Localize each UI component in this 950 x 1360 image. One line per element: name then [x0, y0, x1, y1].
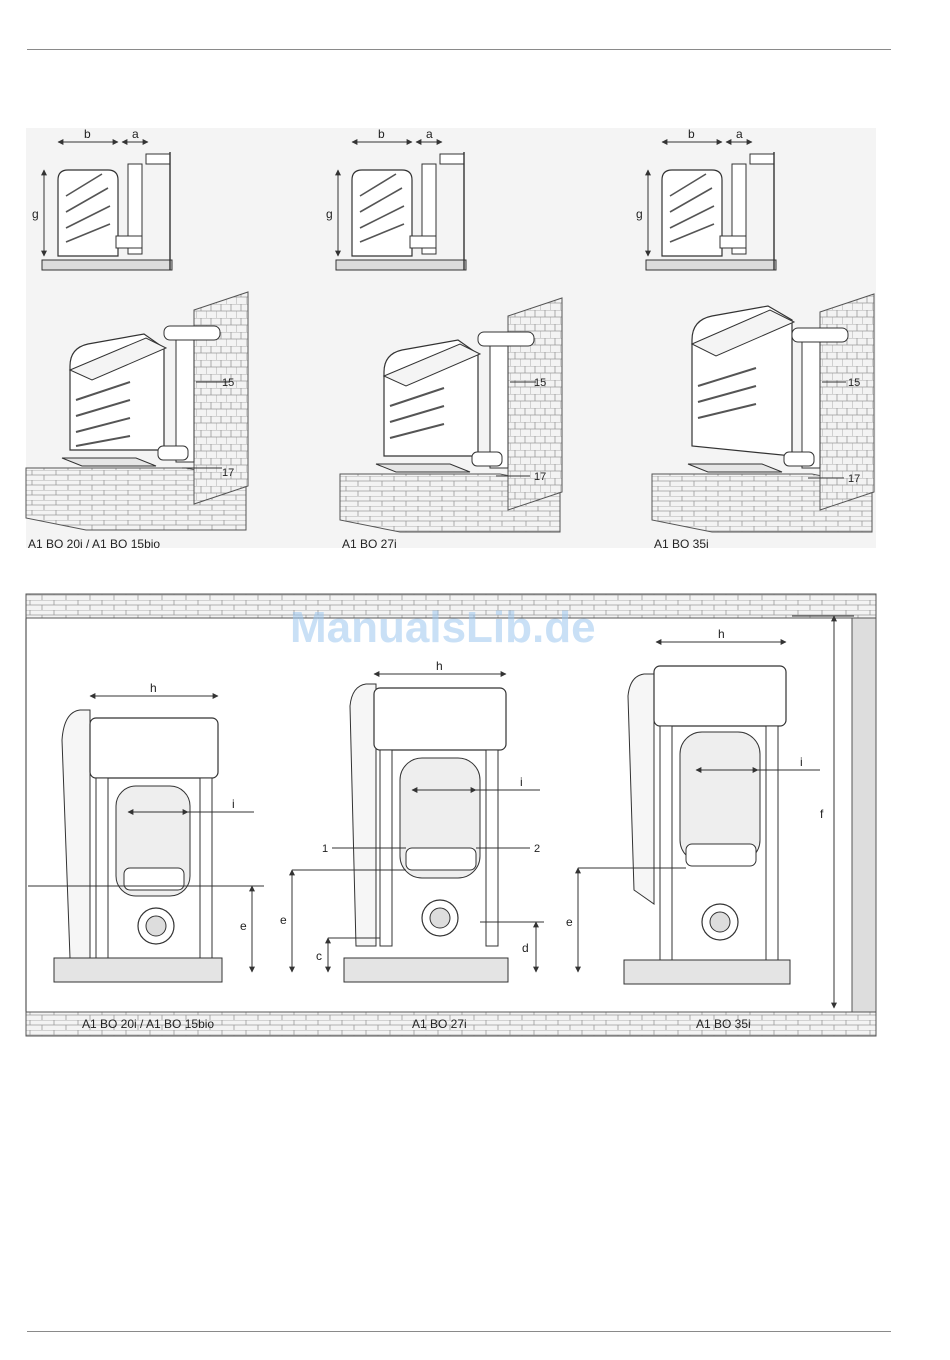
dim-e: e [566, 915, 573, 929]
front-section: h i e A1 BO 20i / A1 BO 15bio [26, 594, 876, 1036]
caption-top-3: A1 BO 35i [654, 537, 709, 551]
callout-17: 17 [848, 473, 860, 485]
dim-c: c [316, 949, 322, 963]
dim-i: i [232, 797, 235, 811]
dim-b: b [84, 127, 91, 141]
dim-b: b [378, 127, 385, 141]
caption-front-1: A1 BO 20i / A1 BO 15bio [82, 1017, 214, 1031]
dim-i: i [520, 775, 523, 789]
callout-15: 15 [534, 377, 546, 389]
dim-i: i [800, 755, 803, 769]
callout-15: 15 [848, 377, 860, 389]
caption-front-3: A1 BO 35i [696, 1017, 751, 1031]
dim-b: b [688, 127, 695, 141]
callout-2: 2 [534, 843, 540, 855]
dim-d: d [522, 941, 529, 955]
callout-17: 17 [222, 467, 234, 479]
watermark: ManualsLib.de [290, 603, 596, 652]
callout-17: 17 [534, 471, 546, 483]
caption-front-2: A1 BO 27i [412, 1017, 467, 1031]
dim-a: a [426, 127, 433, 141]
dim-e: e [240, 919, 247, 933]
caption-top-1: A1 BO 20i / A1 BO 15bio [28, 537, 160, 551]
dim-h: h [150, 681, 157, 695]
dim-e: e [280, 913, 287, 927]
dim-h: h [718, 627, 725, 641]
dim-h: h [436, 659, 443, 673]
dim-g: g [636, 207, 643, 221]
caption-top-2: A1 BO 27i [342, 537, 397, 551]
dim-g: g [32, 207, 39, 221]
dim-g: g [326, 207, 333, 221]
callout-15: 15 [222, 377, 234, 389]
callout-1: 1 [322, 843, 328, 855]
dim-a: a [736, 127, 743, 141]
dim-a: a [132, 127, 139, 141]
